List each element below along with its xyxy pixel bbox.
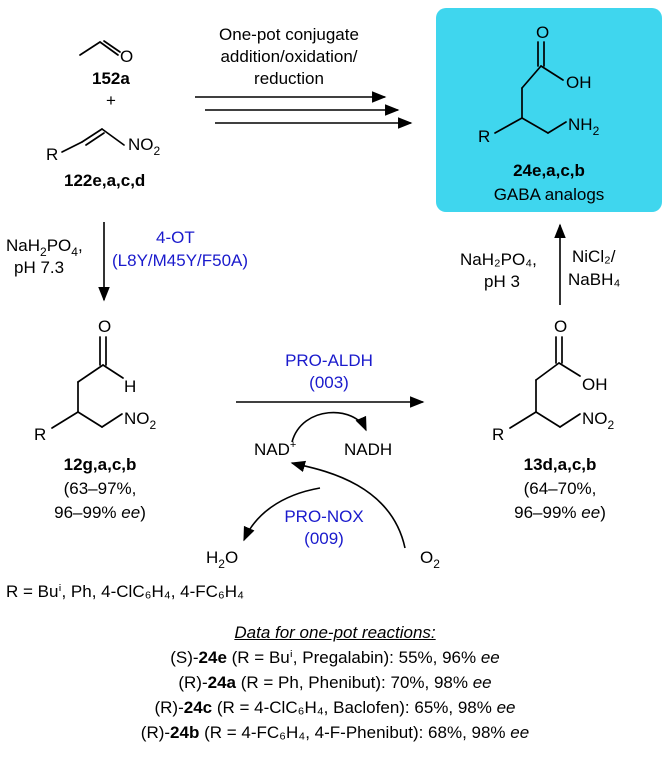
one-pot-row: (R)-24b (R = 4-FC₆H₄, 4-F-Phenibut): 68%… [140, 723, 530, 742]
one-pot-data-section: Data for one-pot reactions: (S)-24e (R =… [0, 620, 670, 745]
one-pot-arrows [195, 91, 413, 129]
svg-text:R: R [492, 425, 504, 444]
one-pot-row: (R)-24a (R = Ph, Phenibut): 70%, 98% ee [178, 673, 492, 692]
svg-text:R: R [478, 127, 490, 146]
recycle-enzyme-id: (009) [304, 529, 344, 548]
one-pot-line3: reduction [254, 69, 324, 88]
svg-text:OH: OH [566, 73, 592, 92]
svg-text:NO2: NO2 [124, 409, 157, 432]
step1-buffer: NaH2PO4, [6, 236, 83, 259]
step3-reagent1: NiCl₂/ [572, 247, 616, 266]
cofactor-nadh: NADH [344, 440, 392, 459]
step2-enzyme-id: (003) [309, 373, 349, 392]
compound-12-yield: (63–97%, [64, 479, 137, 498]
svg-text:NO2: NO2 [582, 409, 615, 432]
compound-13-ee: 96–99% ee) [514, 503, 606, 522]
compound-12-label: 12g,a,c,b [64, 455, 137, 474]
svg-text:NH2: NH2 [568, 115, 600, 138]
step3-reagent2: NaBH₄ [568, 270, 620, 289]
svg-text:R: R [34, 425, 46, 444]
compound-12-ee: 96–99% ee) [54, 503, 146, 522]
cofactor-curve-bottom [290, 460, 406, 549]
one-pot-line2: addition/oxidation/ [220, 47, 357, 66]
step2-enzyme: PRO-ALDH [285, 351, 373, 370]
oxygen-label: O2 [420, 548, 440, 571]
gaba-analogs-caption: GABA analogs [494, 185, 605, 204]
step3-buffer: NaH₂PO₄, [460, 250, 537, 269]
compound-13-yield: (64–70%, [524, 479, 597, 498]
svg-text:O: O [554, 317, 567, 336]
one-pot-row: (R)-24c (R = 4-ClC₆H₄, Baclofen): 65%, 9… [154, 698, 516, 717]
step1-ph: pH 7.3 [14, 258, 64, 277]
compound-13-label: 13d,a,c,b [524, 455, 597, 474]
step3-ph: pH 3 [484, 272, 520, 291]
compound-122-label: 122e,a,c,d [64, 171, 145, 190]
svg-text:H: H [124, 377, 136, 396]
svg-text:R: R [46, 145, 58, 164]
gaba-product-structure: O OH R NH2 [478, 23, 600, 146]
step1-mutations: (L8Y/M45Y/F50A) [112, 251, 248, 270]
water-curve [243, 487, 321, 542]
svg-text:O: O [120, 47, 133, 66]
reaction-scheme: O 152a + R NO2 122e,a,c,d One-pot conjug… [6, 8, 662, 571]
plus-sign: + [106, 91, 116, 110]
one-pot-title: Data for one-pot reactions: [234, 623, 436, 642]
r-group-definition: R = Buⁱ, Ph, 4-ClC₆H₄, 4-FC₆H₄ [6, 582, 244, 601]
nitroacid-structure: O OH R NO2 [492, 317, 615, 444]
svg-text:O: O [536, 23, 549, 42]
compound-152a-label: 152a [92, 69, 130, 88]
recycle-enzyme: PRO-NOX [284, 507, 363, 526]
cofactor-curve-top [291, 411, 367, 443]
svg-text:NO2: NO2 [128, 135, 161, 158]
nitroalkene-structure: R NO2 [46, 128, 161, 164]
acetaldehyde-structure: O [79, 40, 133, 66]
step1-enzyme: 4-OT [156, 228, 195, 247]
svg-text:O: O [98, 317, 111, 336]
one-pot-row: (S)-24e (R = Buⁱ, Pregalabin): 55%, 96% … [170, 648, 500, 667]
one-pot-line1: One-pot conjugate [219, 25, 359, 44]
svg-text:OH: OH [582, 375, 608, 394]
product-highlight-box [436, 8, 662, 212]
cofactor-nad: NAD+ [254, 439, 296, 459]
compound-24-label: 24e,a,c,b [513, 161, 585, 180]
water-label: H2O [206, 548, 238, 571]
nitroaldehyde-structure: O H R NO2 [34, 317, 157, 444]
